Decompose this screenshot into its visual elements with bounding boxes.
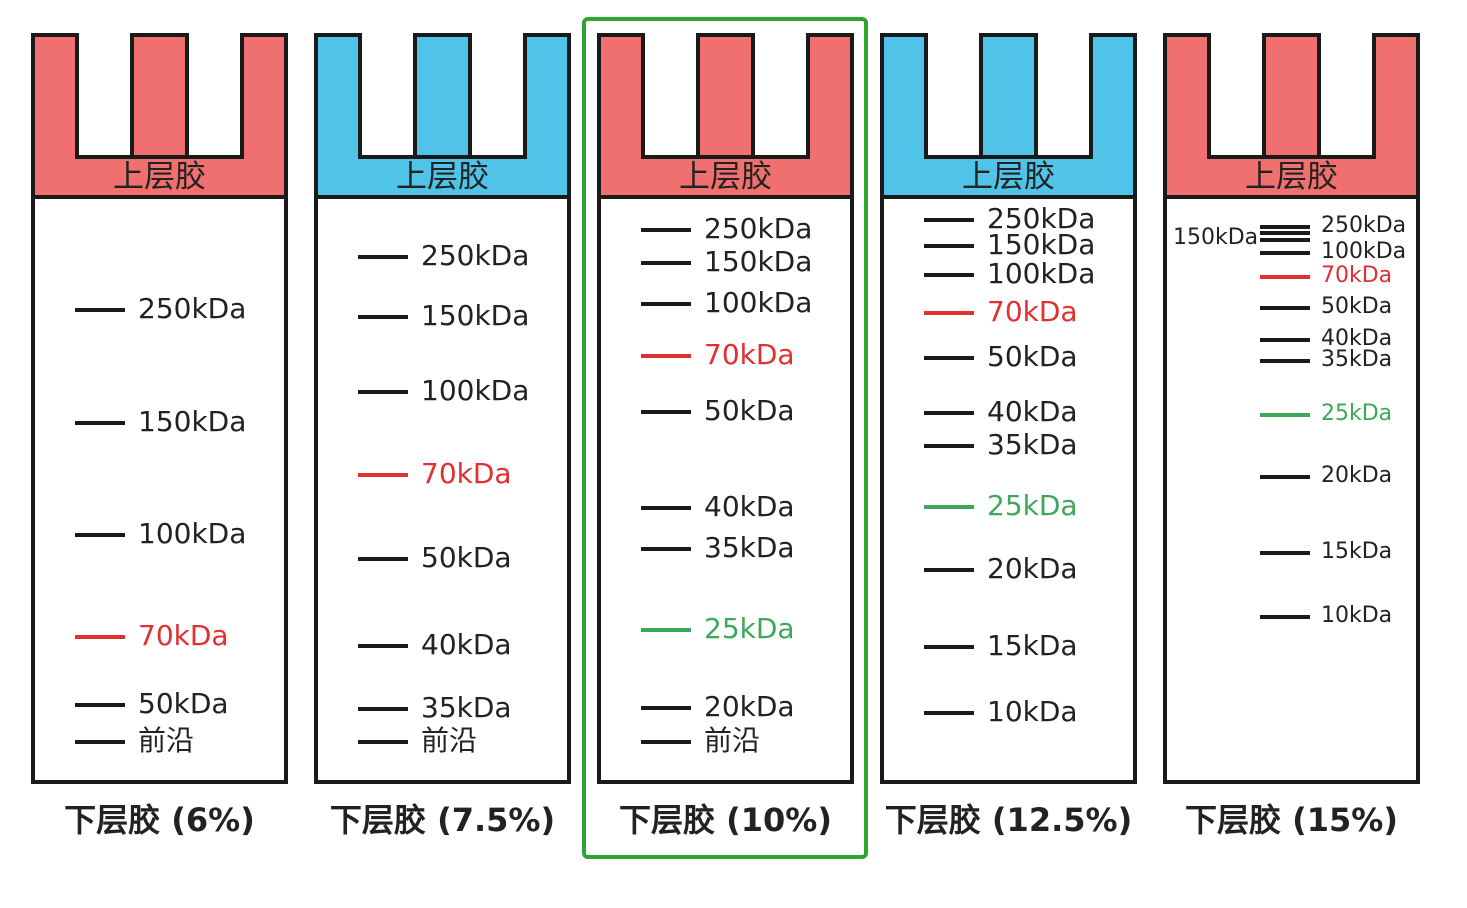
band-label: 150kDa (138, 404, 247, 438)
stacking-gel-label: 上层胶 (962, 159, 1055, 195)
band-label: 50kDa (138, 686, 229, 720)
band-label: 35kDa (1321, 346, 1393, 372)
stacking-gel-label: 上层胶 (113, 159, 206, 195)
band-label: 250kDa (987, 201, 1096, 235)
band-label: 100kDa (1321, 238, 1407, 264)
band-label: 150kDa (987, 227, 1096, 261)
band-label: 70kDa (987, 294, 1078, 328)
band-label: 250kDa (704, 211, 813, 245)
band-label: 70kDa (1321, 262, 1393, 288)
band-label: 100kDa (987, 256, 1096, 290)
band-label: 150kDa (421, 298, 530, 332)
band-label: 70kDa (421, 456, 512, 490)
resolving-gel-label: 下层胶 (10%) (619, 801, 832, 839)
resolving-gel (31, 195, 288, 784)
resolving-gel (1163, 195, 1420, 784)
band-label: 40kDa (1321, 325, 1393, 351)
band-label: 50kDa (421, 540, 512, 574)
band-label: 10kDa (987, 694, 1078, 728)
resolving-gel-label: 下层胶 (7.5%) (329, 801, 556, 839)
resolving-gel (314, 195, 571, 784)
stacking-gel-label: 上层胶 (396, 159, 489, 195)
band-label: 35kDa (987, 427, 1078, 461)
band-label: 40kDa (421, 627, 512, 661)
band-label: 20kDa (704, 689, 795, 723)
band-label: 25kDa (704, 611, 795, 645)
band-label: 250kDa (421, 238, 530, 272)
band-label: 前沿 (138, 723, 195, 757)
band-label: 100kDa (138, 516, 247, 550)
band-label: 20kDa (987, 551, 1078, 585)
band-label: 50kDa (704, 393, 795, 427)
band-label: 250kDa (138, 291, 247, 325)
band-label: 35kDa (421, 690, 512, 724)
band-label: 150kDa (1173, 225, 1259, 250)
band-label: 40kDa (987, 394, 1078, 428)
resolving-gel (597, 195, 854, 784)
band-label: 前沿 (704, 723, 761, 757)
band-label: 10kDa (1321, 602, 1393, 628)
band-label: 15kDa (1321, 538, 1393, 564)
band-label: 20kDa (1321, 462, 1393, 488)
band-label: 15kDa (987, 628, 1078, 662)
resolving-gel-label: 下层胶 (6%) (64, 801, 255, 839)
stacking-gel-label: 上层胶 (1245, 159, 1338, 195)
band-label: 40kDa (704, 489, 795, 523)
band-label: 25kDa (1321, 400, 1393, 426)
band-label: 100kDa (704, 285, 813, 319)
band-label: 100kDa (421, 373, 530, 407)
band-label: 70kDa (138, 618, 229, 652)
resolving-gel-label: 下层胶 (12.5%) (884, 801, 1133, 839)
band-label: 250kDa (1321, 212, 1407, 238)
stacking-gel-label: 上层胶 (679, 159, 772, 195)
band-label: 前沿 (421, 723, 478, 757)
resolving-gel (880, 195, 1137, 784)
band-label: 70kDa (704, 337, 795, 371)
band-label: 25kDa (987, 488, 1078, 522)
band-label: 150kDa (704, 244, 813, 278)
band-label: 50kDa (1321, 293, 1393, 319)
band-label: 35kDa (704, 530, 795, 564)
resolving-gel-label: 下层胶 (15%) (1185, 801, 1398, 839)
selected-gel-frame (582, 17, 868, 859)
band-label: 50kDa (987, 339, 1078, 373)
